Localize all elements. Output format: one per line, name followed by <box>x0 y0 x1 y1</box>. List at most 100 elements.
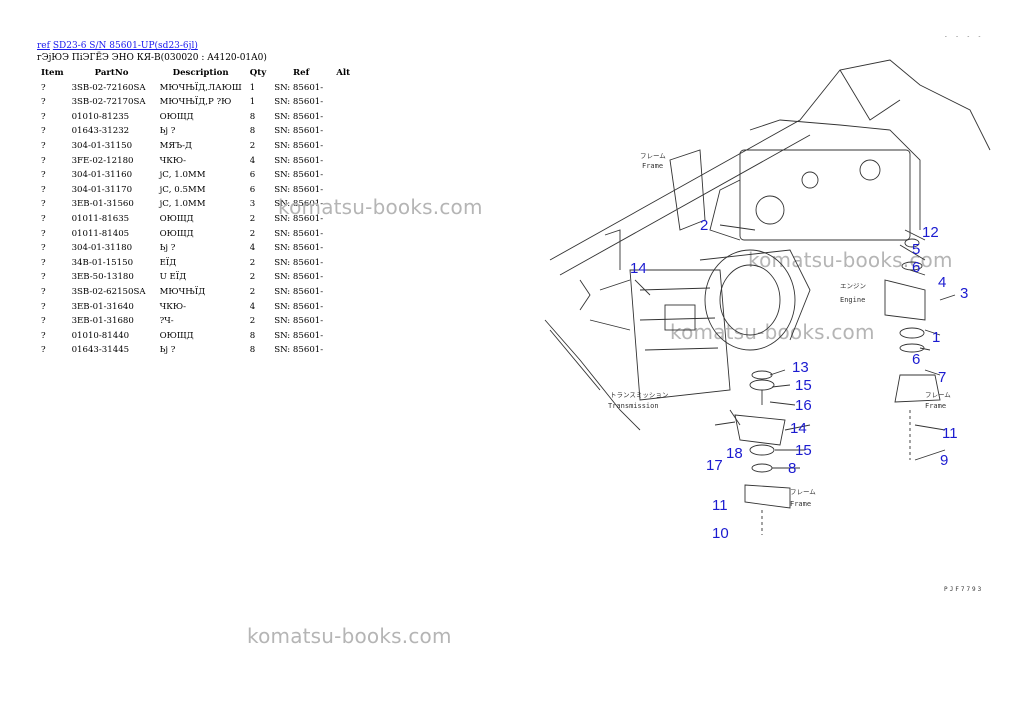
cell-qty: 2 <box>249 272 256 283</box>
cell-part: 3EB-01-31560 <box>71 199 134 210</box>
callout-18: 18 <box>726 445 743 462</box>
cell-item: ? <box>41 228 46 239</box>
cell-item: ? <box>41 243 46 254</box>
model-link[interactable]: SD23-6 S/N 85601-UP(sd23-6jl) <box>52 41 198 51</box>
frame-label-jp: フレーム <box>790 488 816 496</box>
callout-3: 3 <box>960 285 968 302</box>
cell-qty: 6 <box>249 184 256 195</box>
watermark: komatsu-books.com <box>748 248 953 272</box>
callout-6: 6 <box>912 351 920 368</box>
cell-desc: ЕЇД <box>159 257 177 268</box>
engine-label-en: Engine <box>840 296 865 304</box>
table-header-row: Item PartNo Description Qty Ref Alt <box>37 66 354 81</box>
cell-desc: јС, 1.0ММ <box>159 199 206 210</box>
cell-item: ? <box>41 272 46 283</box>
callout-16: 16 <box>795 397 812 414</box>
parts-table: Item PartNo Description Qty Ref Alt ?3SB… <box>37 66 354 358</box>
ref-link[interactable]: ref <box>37 41 50 51</box>
cell-item: ? <box>41 170 46 181</box>
callout-9: 9 <box>940 452 948 469</box>
cell-desc: ОЮЩД <box>159 228 194 239</box>
cell-desc: јС, 0.5ММ <box>159 184 206 195</box>
cell-qty: 1 <box>249 97 256 108</box>
cell-alt <box>332 256 354 271</box>
cell-desc: ЧКЮ- <box>159 155 187 166</box>
watermark: komatsu-books.com <box>247 624 452 648</box>
cell-alt <box>332 300 354 315</box>
cell-desc: ОЮЩД <box>159 111 194 122</box>
cell-qty: 4 <box>249 155 256 166</box>
cell-ref: SN: 85601- <box>274 155 324 166</box>
cell-qty: 1 <box>249 82 256 93</box>
cell-part: 304-01-31180 <box>71 243 133 254</box>
cell-part: 01011-81405 <box>71 228 130 239</box>
callout-13: 13 <box>792 359 809 376</box>
cell-part: 01011-81635 <box>71 213 130 224</box>
callout-14: 14 <box>790 420 807 437</box>
callout-11: 11 <box>712 497 728 514</box>
cell-qty: 2 <box>249 140 256 151</box>
col-ref: Ref <box>293 68 310 78</box>
cell-ref: SN: 85601- <box>274 82 324 93</box>
callout-2: 2 <box>700 217 708 234</box>
col-item: Item <box>41 68 64 78</box>
cell-item: ? <box>41 155 46 166</box>
cell-alt <box>332 227 354 242</box>
callout-8: 8 <box>788 460 796 477</box>
callout-12: 12 <box>922 224 939 241</box>
engine-label-jp: エンジン <box>840 282 866 290</box>
cell-qty: 6 <box>249 170 256 181</box>
cell-desc: ОЮЩД <box>159 330 194 341</box>
cell-desc: МЮЧЊЇД,ЛАЮШ <box>159 82 242 93</box>
cell-alt <box>332 154 354 169</box>
cell-part: 3SB-02-72160SA <box>71 82 146 93</box>
cell-qty: 2 <box>249 228 256 239</box>
cell-ref: SN: 85601- <box>274 213 324 224</box>
cell-ref: SN: 85601- <box>274 257 324 268</box>
table-row: ? 3FE-02-12180 ЧКЮ- 4 SN: 85601- <box>37 154 354 169</box>
cell-part: 3FE-02-12180 <box>71 155 134 166</box>
page-title: гЭјЮЭ ПіЭГЁЭ ЭНО КЯ-В(030020 : A4120-01A… <box>37 53 267 63</box>
callout-5: 5 <box>912 241 920 258</box>
transmission-label-en: Transmission <box>608 402 659 410</box>
cell-desc: ОЮЩД <box>159 213 194 224</box>
col-partno: PartNo <box>94 68 129 78</box>
cell-item: ? <box>41 286 46 297</box>
cell-item: ? <box>41 345 46 356</box>
cell-qty: 4 <box>249 243 256 254</box>
callout-17: 17 <box>706 457 723 474</box>
cell-ref: SN: 85601- <box>274 330 324 341</box>
watermark: komatsu-books.com <box>278 195 483 219</box>
cell-ref: SN: 85601- <box>274 345 324 356</box>
cell-ref: SN: 85601- <box>274 272 324 283</box>
cell-qty: 2 <box>249 257 256 268</box>
cell-ref: SN: 85601- <box>274 316 324 327</box>
sheet-mark: - - - - <box>944 33 984 40</box>
frame-label-en: Frame <box>642 162 663 170</box>
cell-item: ? <box>41 97 46 108</box>
cell-alt <box>332 285 354 300</box>
cell-item: ? <box>41 126 46 137</box>
cell-alt <box>332 343 354 358</box>
frame-label-jp: フレーム <box>640 152 666 160</box>
cell-alt <box>332 139 354 154</box>
cell-qty: 8 <box>249 126 256 137</box>
callout-4: 4 <box>938 274 946 291</box>
cell-part: 01643-31445 <box>71 345 130 356</box>
cell-desc: Ьј ? <box>159 126 176 137</box>
callout-10: 10 <box>712 525 729 542</box>
cell-desc: U ЕЇД <box>159 272 187 283</box>
frame-label-jp: フレーム <box>925 391 951 399</box>
cell-item: ? <box>41 213 46 224</box>
cell-part: 3EB-01-31640 <box>71 301 134 312</box>
cell-desc: ЧКЮ- <box>159 301 187 312</box>
